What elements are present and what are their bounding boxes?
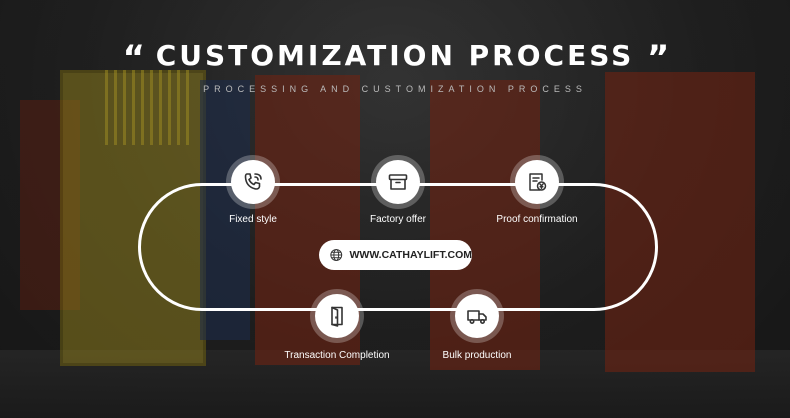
step-icon-circle xyxy=(315,294,359,338)
title-text: CUSTOMIZATION PROCESS xyxy=(155,39,635,72)
open-quote-mark: “ xyxy=(122,38,145,78)
step-icon-circle xyxy=(515,160,559,204)
step-label: Proof confirmation xyxy=(496,214,578,225)
step-label: Bulk production xyxy=(442,350,512,361)
close-quote-mark: ” xyxy=(647,38,669,78)
document-yen-icon xyxy=(529,173,547,191)
door-icon xyxy=(331,306,343,327)
page-title: “ CUSTOMIZATION PROCESS ” xyxy=(0,38,790,78)
box-icon xyxy=(388,174,408,190)
globe-icon xyxy=(330,249,343,261)
step-label: Transaction Completion xyxy=(284,350,390,361)
phone-chat-icon xyxy=(244,173,262,190)
step-icon-circle xyxy=(376,160,420,204)
step-label: Fixed style xyxy=(229,214,277,225)
website-link[interactable]: WWW.CATHAYLIFT.COM xyxy=(319,240,472,270)
step-icon-circle xyxy=(231,160,275,204)
truck-icon xyxy=(467,310,487,325)
website-url: WWW.CATHAYLIFT.COM xyxy=(349,249,472,261)
page-subtitle: PROCESSING AND CUSTOMIZATION PROCESS xyxy=(203,84,587,94)
step-icon-circle xyxy=(455,294,499,338)
step-label: Factory offer xyxy=(370,214,426,225)
background-lift-cage xyxy=(105,70,195,145)
background-lift-blue xyxy=(200,80,250,340)
